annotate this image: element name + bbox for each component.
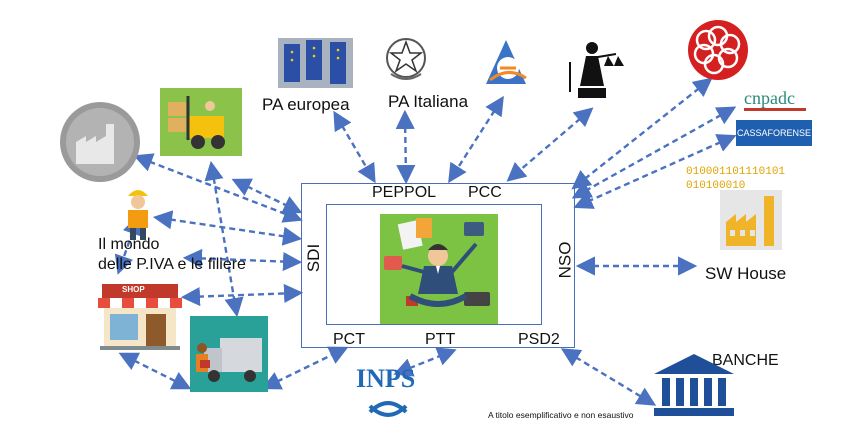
agenzia-entrate-icon xyxy=(486,40,527,84)
construction-worker-icon xyxy=(128,190,148,240)
forklift-worker-icon xyxy=(160,88,242,156)
shop-sign-text: SHOP xyxy=(122,285,145,294)
arrow-agenzia xyxy=(448,95,504,184)
arrow-worker-down xyxy=(114,215,142,275)
cnpadc-logo: cnpadc xyxy=(744,88,795,108)
delivery-truck-icon xyxy=(190,316,268,392)
label-sw-house: SW House xyxy=(705,264,787,283)
arrow-forklift xyxy=(231,178,303,214)
arrow-inps xyxy=(393,347,457,377)
platform-outer-frame xyxy=(301,183,575,348)
bank-icon xyxy=(654,354,734,416)
label-piva-line2: delle P.IVA e le filiere xyxy=(98,256,246,273)
binary-line-2: 010100010 xyxy=(686,180,746,192)
arrow-banche xyxy=(560,348,657,406)
shop-icon xyxy=(98,284,182,350)
label-nso: NSO xyxy=(555,241,575,279)
arrow-shop xyxy=(180,283,304,307)
label-peppol: PEPPOL xyxy=(372,184,437,201)
label-pcc: PCC xyxy=(468,184,502,201)
arrow-truck xyxy=(261,346,349,390)
binary-line-1: 010001101110101 xyxy=(686,166,786,178)
center-businessman-illustration xyxy=(380,214,498,324)
arrow-cassaforense xyxy=(573,134,737,209)
arrow-giustizia xyxy=(506,107,594,182)
inps-logo-text: INPS xyxy=(356,364,416,393)
label-pa-italiana: PA Italiana xyxy=(388,92,469,111)
label-psd2: PSD2 xyxy=(518,331,560,348)
arrow-forklift-down xyxy=(204,160,244,318)
label-banche: BANCHE xyxy=(712,352,779,369)
label-ptt: PTT xyxy=(425,331,456,348)
justice-statue-icon xyxy=(569,42,624,98)
arrow-worker xyxy=(152,210,303,246)
platform-inner-frame xyxy=(326,204,542,325)
label-sdi: SDI xyxy=(304,243,324,273)
arrow-shop-truck xyxy=(118,352,192,390)
italian-republic-emblem-icon xyxy=(386,38,426,80)
footnote: A titolo esemplificativo e non esaustivo xyxy=(488,410,634,420)
commercialisti-logo-icon xyxy=(688,20,748,80)
label-pct: PCT xyxy=(333,331,365,348)
eu-flags-icon xyxy=(278,38,353,88)
cassaforense-logo: CASSAFORENSE xyxy=(736,120,812,146)
label-pa-europea: PA europea xyxy=(262,95,350,114)
cnpadc-underline xyxy=(744,108,806,111)
arrow-pa-europea xyxy=(333,110,376,184)
factory-coin-icon xyxy=(60,102,140,182)
label-piva-line1: Il mondo xyxy=(98,236,160,253)
inps-arrows-icon xyxy=(368,401,408,417)
software-factory-icon xyxy=(720,190,782,250)
arrow-pa-italiana xyxy=(395,109,416,185)
